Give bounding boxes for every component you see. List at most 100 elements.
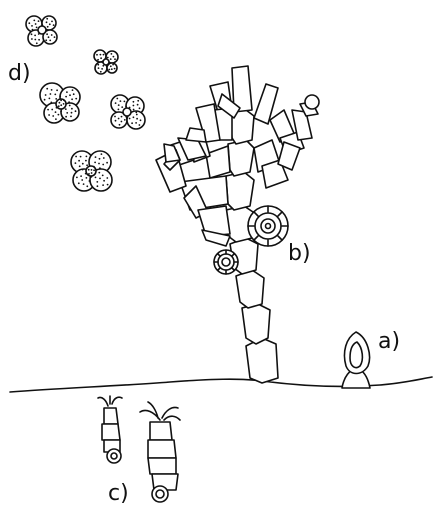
- stipple-dot: [35, 23, 37, 25]
- stipple-dot: [34, 35, 36, 37]
- stipple-dot: [108, 69, 110, 71]
- stipple-dot: [137, 100, 139, 102]
- stipple-dot: [66, 112, 68, 114]
- stipple-dot: [112, 64, 114, 66]
- stipple-dot: [51, 109, 53, 111]
- stipple-dot: [115, 120, 117, 122]
- stipple-dot: [91, 172, 93, 174]
- stipple-dot: [50, 102, 52, 104]
- stipple-dot: [88, 169, 90, 171]
- stipple-dot: [63, 99, 65, 101]
- stipple-dot: [129, 107, 131, 109]
- stipple-dot: [106, 177, 108, 179]
- stipple-dot: [46, 88, 48, 90]
- stipple-dot: [75, 98, 77, 100]
- stipple-dot: [114, 58, 116, 60]
- infaunal-foraminifera-left: [98, 396, 122, 463]
- stipple-dot: [85, 173, 87, 175]
- stipple-dot: [96, 54, 98, 56]
- stipple-dot: [95, 177, 97, 179]
- stipple-dot: [54, 94, 56, 96]
- planktonic-foraminifera-group: [26, 16, 145, 191]
- stipple-dot: [89, 180, 91, 182]
- stipple-dot: [135, 112, 137, 114]
- foraminifera-cluster: [26, 16, 57, 46]
- stipple-dot: [82, 163, 84, 165]
- stipple-dot: [129, 118, 131, 120]
- stipple-dot: [125, 106, 127, 108]
- stipple-dot: [101, 68, 103, 70]
- stipple-dot: [110, 58, 112, 60]
- stipple-dot: [38, 20, 40, 22]
- stipple-dot: [52, 115, 54, 117]
- stipple-dot: [118, 109, 120, 111]
- stipple-dot: [97, 59, 99, 61]
- stipple-dot: [38, 33, 40, 35]
- stipple-dot: [60, 111, 62, 113]
- stipple-dot: [28, 22, 30, 24]
- stipple-dot: [113, 56, 115, 58]
- stipple-dot: [69, 105, 71, 107]
- stipple-dot: [36, 42, 38, 44]
- stipple-dot: [124, 101, 126, 103]
- label-c: c): [108, 481, 129, 506]
- stipple-dot: [82, 169, 84, 171]
- stipple-dot: [91, 176, 93, 178]
- stipple-dot: [45, 39, 47, 41]
- spiral-foraminifera: [214, 250, 238, 274]
- stipple-dot: [51, 34, 53, 36]
- stipple-dot: [98, 163, 100, 165]
- stipple-dot: [38, 39, 40, 41]
- stipple-dot: [54, 36, 56, 38]
- stipple-dot: [55, 118, 57, 120]
- stipple-dot: [86, 164, 88, 166]
- stipple-dot: [51, 89, 53, 91]
- stipple-dot: [106, 162, 108, 164]
- foraminifera-cluster: [71, 151, 112, 191]
- stipple-dot: [47, 109, 49, 111]
- stipple-dot: [75, 156, 77, 158]
- stipple-dot: [116, 98, 118, 100]
- stipple-dot: [98, 172, 100, 174]
- stipple-dot: [55, 98, 57, 100]
- stipple-dot: [70, 116, 72, 118]
- stipple-dot: [102, 175, 104, 177]
- stipple-dot: [100, 54, 102, 56]
- stipple-dot: [100, 57, 102, 59]
- stipple-dot: [124, 119, 126, 121]
- stipple-dot: [103, 180, 105, 182]
- stipple-dot: [139, 107, 141, 109]
- spiral-foraminifera: [248, 206, 288, 246]
- stipple-dot: [102, 184, 104, 186]
- stipple-dot: [118, 118, 120, 120]
- stipple-dot: [88, 173, 90, 175]
- stipple-dot: [71, 108, 73, 110]
- stipple-dot: [83, 183, 85, 185]
- stipple-dot: [115, 102, 117, 104]
- stipple-dot: [31, 33, 33, 35]
- stipple-dot: [121, 106, 123, 108]
- stipple-dot: [86, 156, 88, 158]
- label-a: a): [378, 329, 400, 354]
- stipple-dot: [53, 24, 55, 26]
- stipple-dot: [65, 108, 67, 110]
- stipple-dot: [33, 20, 35, 22]
- stipple-dot: [60, 100, 62, 102]
- stipple-dot: [71, 98, 73, 100]
- stipple-dot: [133, 105, 135, 107]
- stipple-dot: [86, 185, 88, 187]
- stipple-dot: [47, 26, 49, 28]
- stipple-dot: [56, 89, 58, 91]
- stipple-dot: [50, 93, 52, 95]
- stipple-dot: [97, 64, 99, 66]
- stipple-dot: [49, 98, 51, 100]
- stipple-dot: [107, 57, 109, 59]
- stipple-dot: [51, 21, 53, 23]
- stipple-dot: [85, 160, 87, 162]
- stipple-dot: [103, 54, 105, 56]
- stipple-dot: [137, 104, 139, 106]
- stipple-dot: [135, 122, 137, 124]
- stipple-dot: [75, 110, 77, 112]
- stipple-dot: [46, 18, 48, 20]
